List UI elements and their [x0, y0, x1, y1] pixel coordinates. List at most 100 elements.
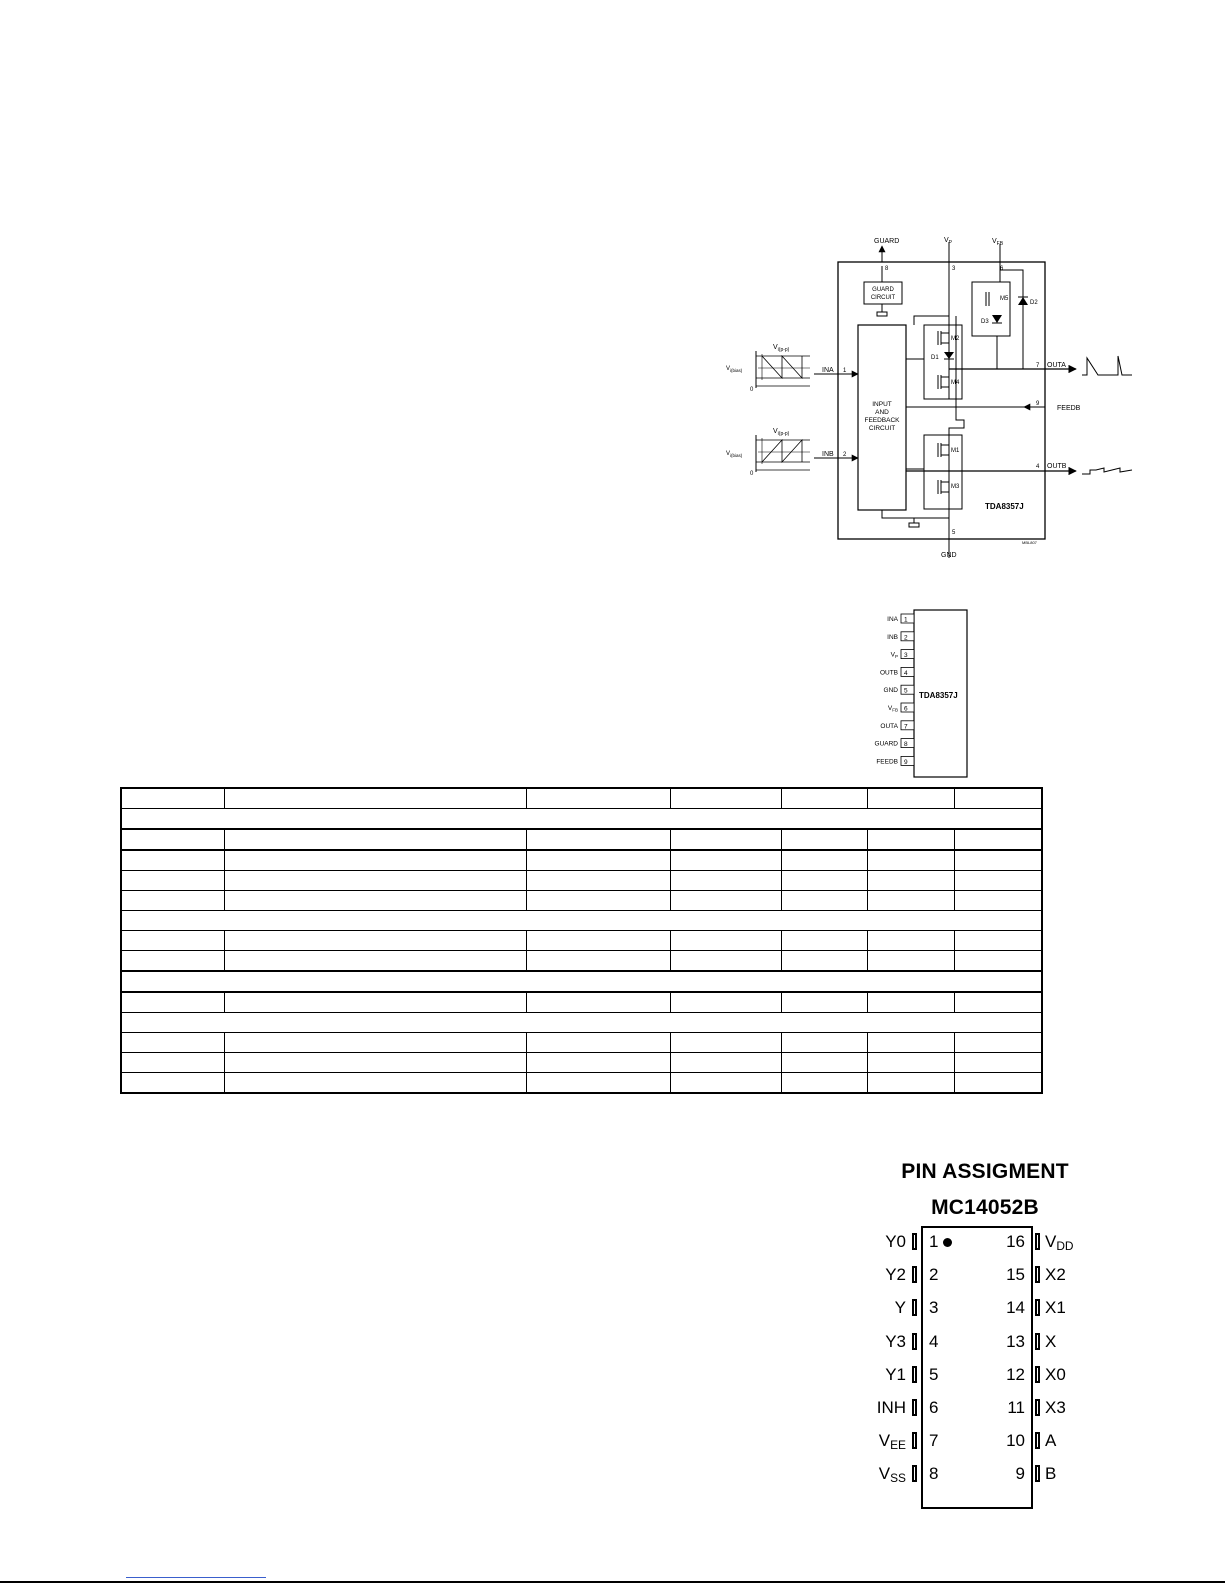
mc14052b-package	[921, 1226, 1033, 1509]
table-cell	[525, 1032, 671, 1053]
table-cell	[223, 1032, 527, 1053]
ina-label: INA	[822, 367, 834, 374]
guard-pin-num: 8	[885, 266, 889, 272]
inb-label: INB	[822, 451, 834, 458]
table-cell	[223, 828, 527, 851]
table-section-cell	[120, 970, 1043, 993]
small-pin-box	[900, 613, 915, 624]
small-pin-num: 1	[904, 617, 908, 624]
output-stage-b	[923, 434, 963, 510]
table-cell	[953, 930, 1043, 951]
table-cell	[120, 787, 225, 809]
pin-number: 11	[1007, 1398, 1025, 1417]
guard-pin-label: GUARD	[874, 238, 899, 245]
table-row	[120, 890, 1043, 911]
table-cell	[953, 870, 1043, 891]
right-pin-label: A	[1045, 1431, 1057, 1451]
table-cell	[780, 1072, 868, 1094]
table-cell	[780, 930, 868, 951]
pin-stub	[1035, 1266, 1040, 1284]
part-number: MC14052B	[931, 1196, 1039, 1219]
left-pin-label: Y0	[885, 1232, 906, 1251]
vfb-pin-label: VFB	[992, 238, 1004, 247]
guard-circuit-block	[863, 281, 903, 305]
table-cell	[223, 849, 527, 871]
table-cell	[780, 849, 868, 871]
pin-stub	[1035, 1365, 1040, 1383]
pin1-dot	[943, 1238, 952, 1247]
table-cell	[866, 930, 955, 951]
pin-number: 15	[1006, 1265, 1025, 1285]
svg-text:0: 0	[750, 387, 754, 393]
table-row	[120, 1072, 1043, 1094]
d3-label: D3	[981, 319, 989, 325]
svg-text:INPUT: INPUT	[872, 401, 892, 408]
table-cell	[120, 870, 225, 891]
table-row	[120, 910, 1043, 931]
m5-label: M5	[1000, 296, 1009, 302]
pin-number: 6	[929, 1398, 939, 1417]
table-row	[120, 808, 1043, 830]
small-pin-label: OUTB	[880, 669, 898, 676]
d2-label: D2	[1030, 300, 1038, 306]
table-cell	[525, 950, 671, 972]
small-pin-label: GND	[884, 687, 899, 694]
pin-number: 5	[929, 1364, 939, 1384]
table-cell	[120, 890, 225, 911]
table-cell	[866, 1072, 955, 1094]
table-row	[120, 970, 1043, 993]
table-row	[120, 849, 1043, 871]
table-cell	[953, 828, 1043, 851]
pin-stub	[1035, 1432, 1040, 1450]
vp-pin-num: 3	[952, 266, 956, 272]
table-cell	[669, 950, 782, 972]
table-cell	[120, 950, 225, 972]
table-cell	[669, 828, 782, 851]
table-cell	[953, 787, 1043, 809]
table-row	[120, 1032, 1043, 1053]
svg-text:CIRCUIT: CIRCUIT	[869, 425, 895, 432]
small-pin-label: FEEDB	[876, 758, 898, 765]
pin-stub	[1035, 1299, 1040, 1317]
pin-number: 12	[1006, 1364, 1025, 1384]
table-cell	[223, 1052, 527, 1073]
output-stage-a	[923, 324, 963, 400]
table-row	[120, 950, 1043, 972]
pin-number: 10	[1006, 1431, 1025, 1451]
inb-vpp: Vi(p-p)	[773, 428, 790, 437]
table-cell	[953, 950, 1043, 972]
table-cell	[223, 950, 527, 972]
vfb-pin-num: 6	[1000, 266, 1004, 272]
table-cell	[669, 1032, 782, 1053]
table-row	[120, 828, 1043, 851]
table-cell	[120, 991, 225, 1013]
small-pin-num: 3	[904, 652, 908, 659]
table-cell	[223, 890, 527, 911]
m5-block	[971, 281, 1011, 337]
table-cell	[866, 849, 955, 871]
table-cell	[525, 991, 671, 1013]
right-pin-label: X0	[1045, 1364, 1066, 1384]
table-cell	[223, 930, 527, 951]
pin-stub	[912, 1465, 917, 1483]
table-row	[120, 787, 1043, 809]
m1-label: M1	[951, 448, 960, 454]
small-pin-label: INA	[887, 616, 899, 623]
tda8357j-package-name: TDA8357J	[919, 691, 958, 700]
table-cell	[525, 1072, 671, 1094]
tda8357j-pinout: TDA8357J 1INA2INB3VP4OUTB5GND6VFB7OUTA8G…	[875, 609, 968, 778]
small-pin-label: VP	[891, 652, 898, 660]
ina-pin-num: 1	[843, 368, 847, 374]
table-cell	[866, 991, 955, 1013]
left-pin-label: Y3	[885, 1331, 906, 1351]
pin-stub	[912, 1233, 917, 1250]
right-pin-label: VDD	[1045, 1232, 1074, 1253]
footer-link-underline[interactable]	[126, 1577, 266, 1578]
table-cell	[120, 1072, 225, 1094]
table-cell	[866, 870, 955, 891]
table-cell	[866, 787, 955, 809]
left-pin-label: Y2	[885, 1265, 906, 1285]
small-pin-box	[900, 631, 915, 642]
left-pin-label: Y1	[885, 1364, 906, 1384]
pin-number: 8	[929, 1464, 939, 1484]
